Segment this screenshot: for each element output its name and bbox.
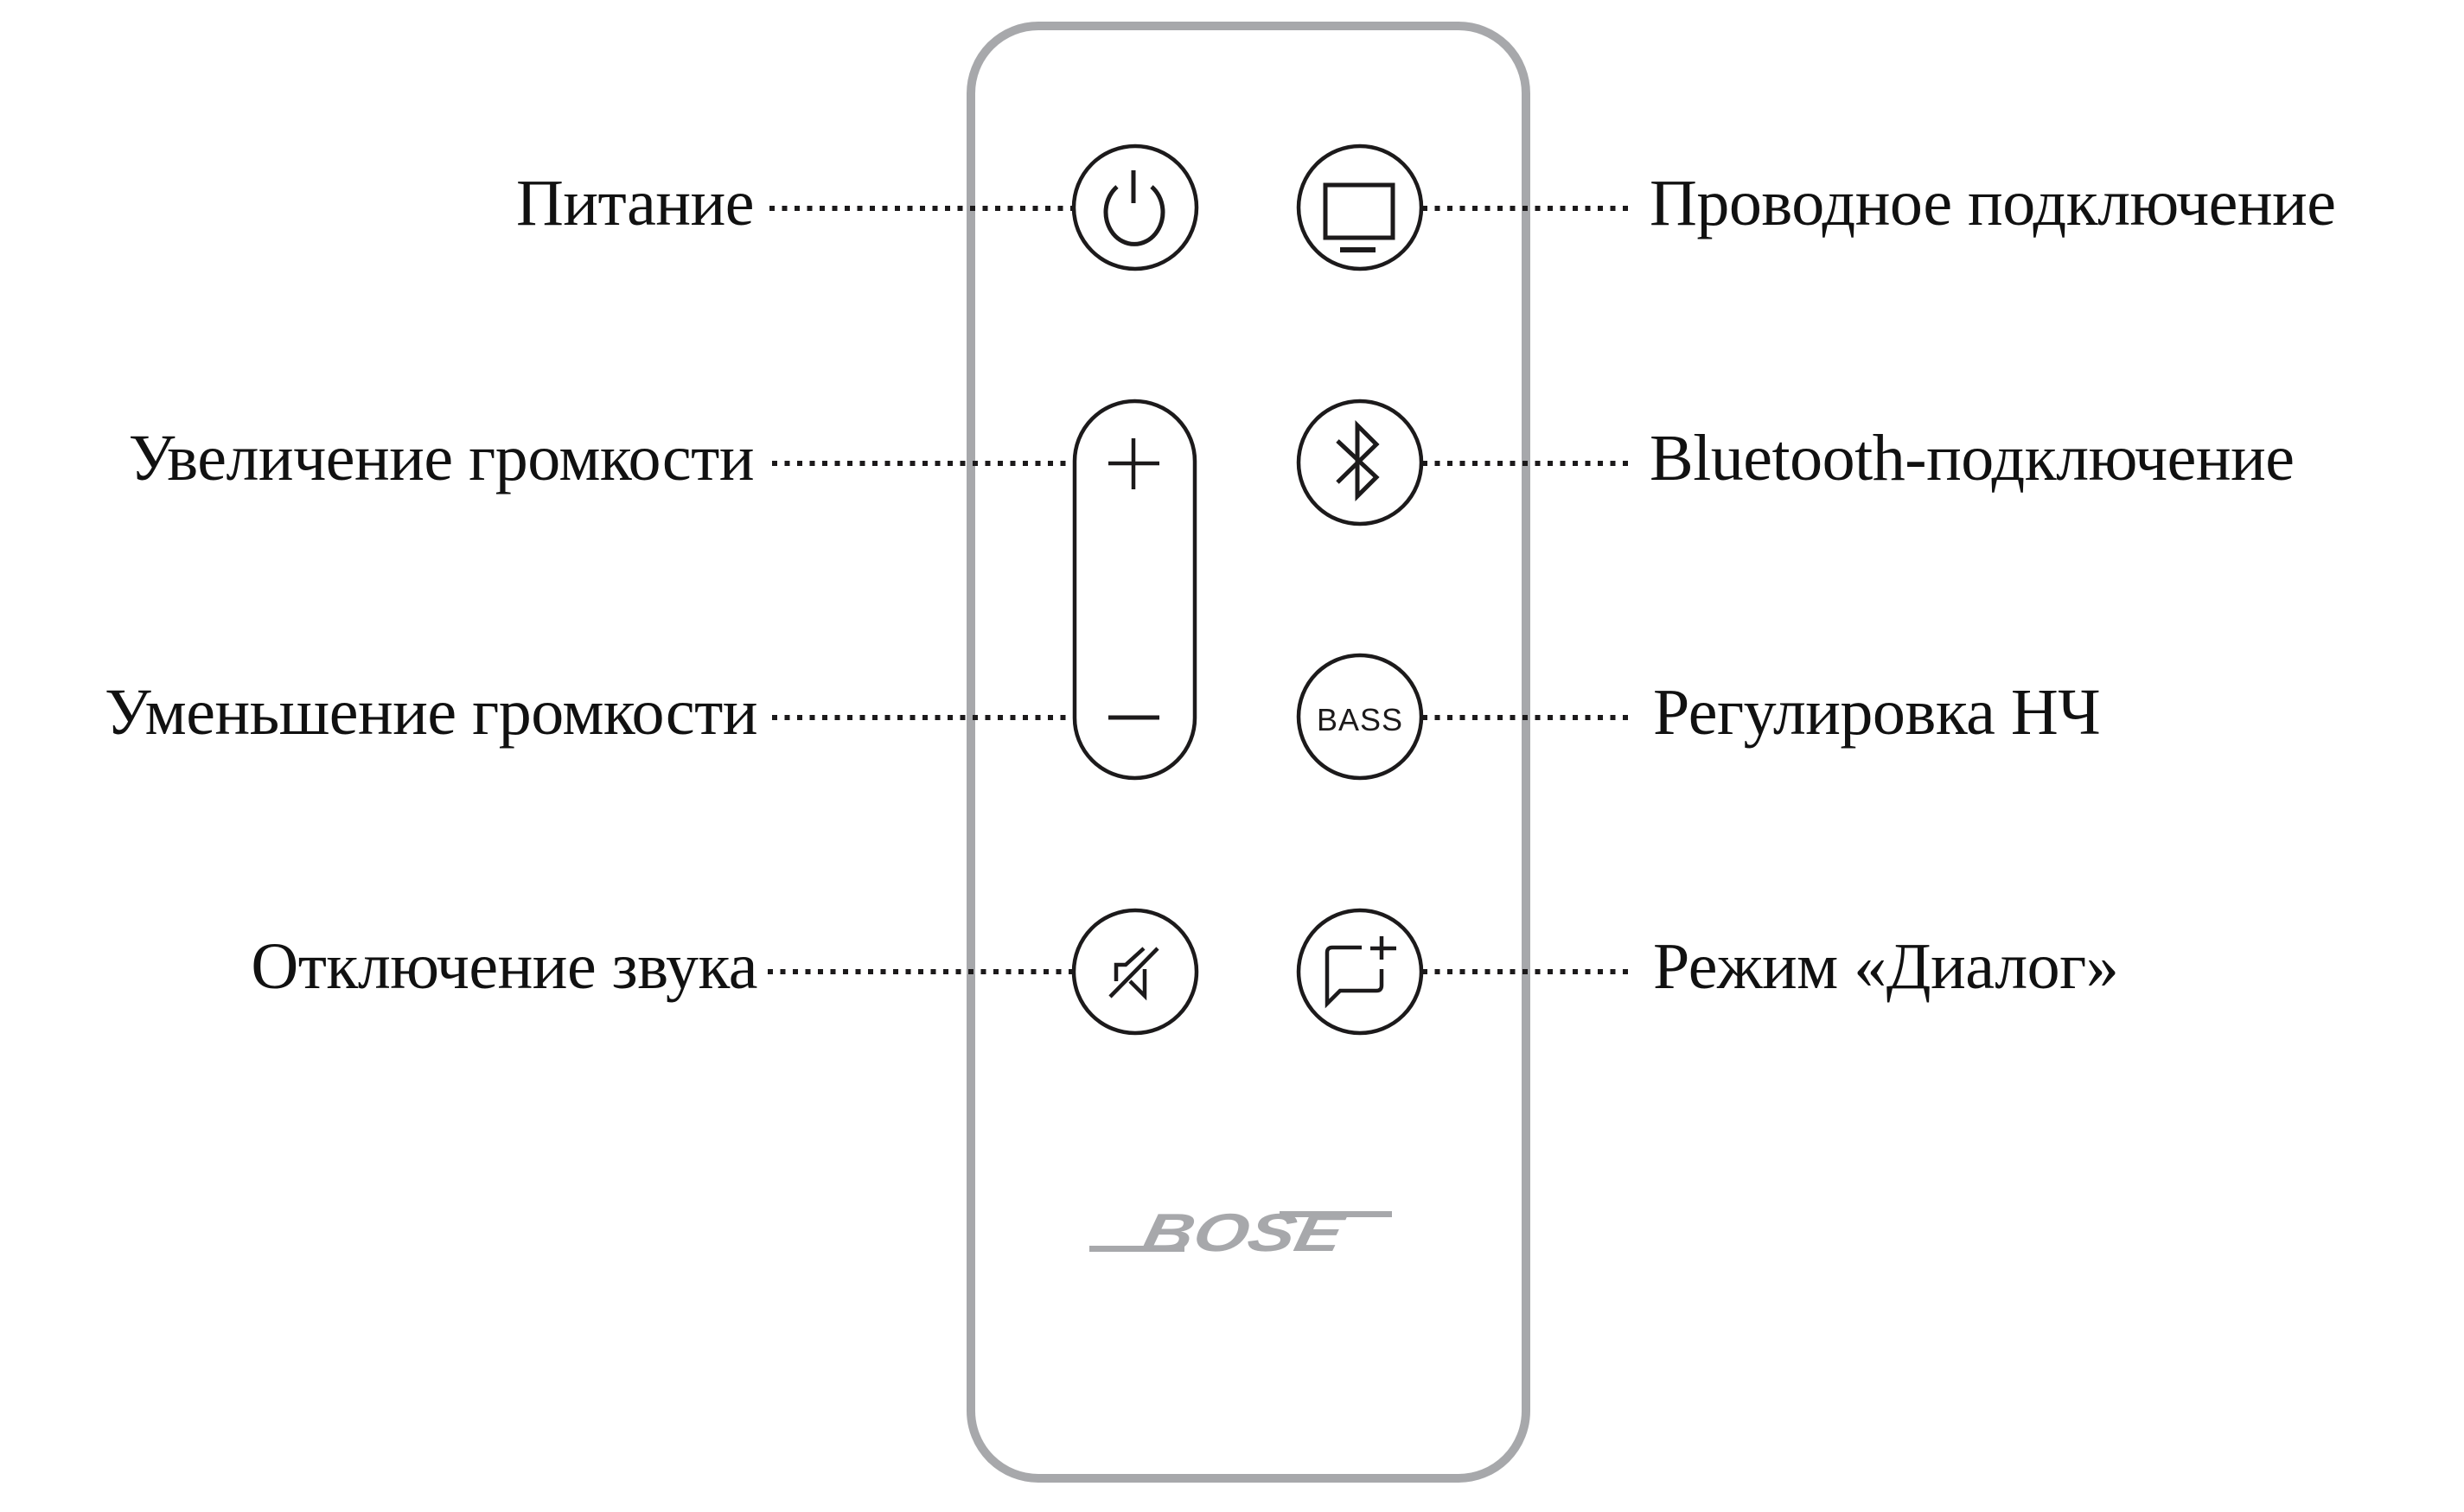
volume-down-button[interactable] xyxy=(1089,679,1180,756)
bose-logo: BOSE xyxy=(1089,1203,1392,1263)
label-tv: Проводное подключение xyxy=(1650,166,2336,239)
bose-wordmark: BOSE xyxy=(1137,1203,1351,1263)
volume-rocker xyxy=(1072,399,1197,781)
mute-button[interactable] xyxy=(1071,908,1199,1036)
plus-icon xyxy=(1108,438,1159,489)
dialogue-plus-icon xyxy=(1325,936,1396,1009)
label-power: Питание xyxy=(515,166,755,239)
tv-button[interactable] xyxy=(1296,144,1424,271)
label-mute: Отключение звука xyxy=(251,929,757,1003)
remote-body xyxy=(967,22,1530,1483)
label-volume-down: Уменьшение громкости xyxy=(104,675,758,749)
label-volume-up: Увеличение громкости xyxy=(128,421,755,494)
dialogue-button[interactable] xyxy=(1296,908,1424,1036)
label-bluetooth: Bluetooth-подключение xyxy=(1650,421,2295,494)
bass-label: BASS xyxy=(1317,702,1403,737)
label-dialogue: Режим «Диалог» xyxy=(1653,929,2119,1003)
label-bass: Регулировка НЧ xyxy=(1653,675,2101,749)
power-icon xyxy=(1103,170,1165,246)
mute-icon xyxy=(1108,947,1159,1001)
power-button[interactable] xyxy=(1071,144,1199,271)
bass-button[interactable] xyxy=(1296,653,1424,781)
bluetooth-button[interactable] xyxy=(1296,399,1424,526)
tv-icon xyxy=(1323,182,1395,252)
volume-up-button[interactable] xyxy=(1089,424,1180,501)
bluetooth-icon xyxy=(1336,419,1380,502)
